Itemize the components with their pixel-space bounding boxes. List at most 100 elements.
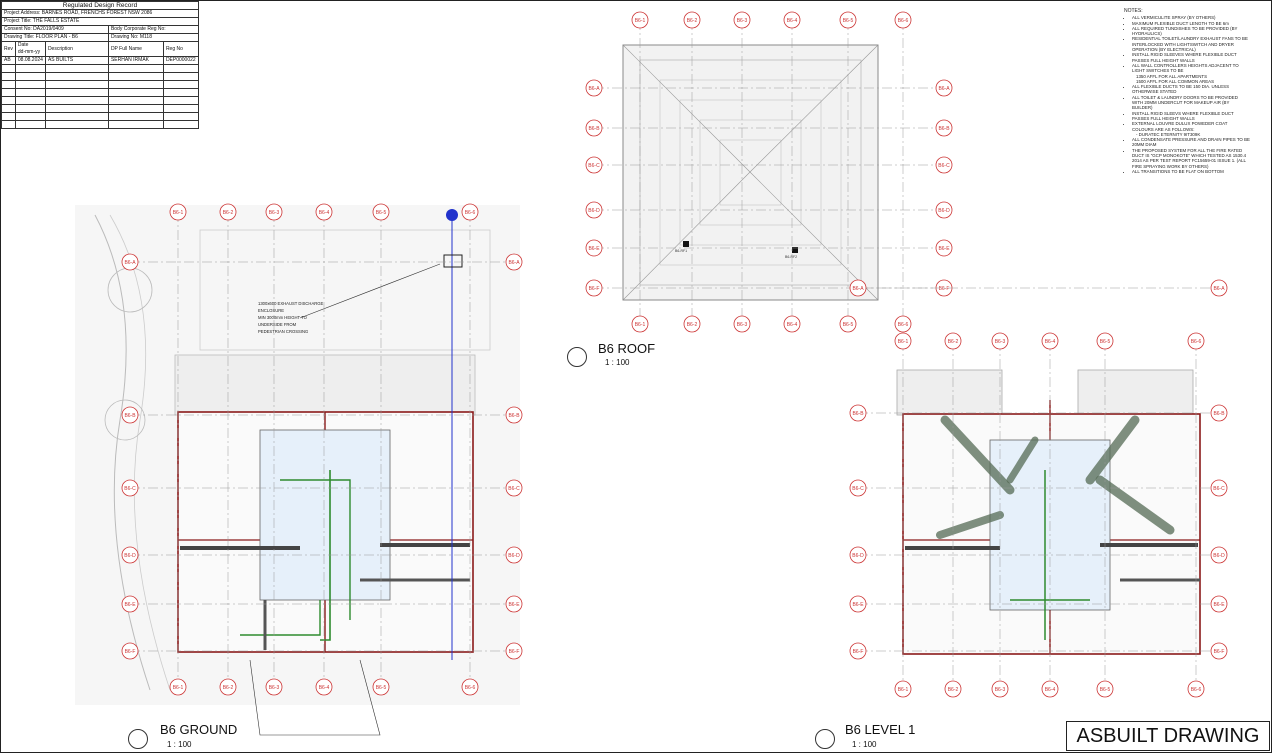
level1-plan: B6-1B6-1B6-2B6-2B6-3B6-3B6-4B6-4B6-5B6-5…: [849, 279, 1228, 698]
grid-bubble-left: [849, 642, 867, 660]
grid-bubble-left: [121, 642, 139, 660]
grid-bubble-left: [121, 546, 139, 564]
grid-bubble-bottom: [944, 680, 962, 698]
grid-bubble-left-label: B6-C: [852, 486, 864, 492]
notes-list: ALL VERMICULITE SPRAY (BY OTHERS) MAXIMU…: [1124, 15, 1250, 174]
grid-bubble-top: [372, 203, 390, 221]
grid-bubble-bottom-label: B6-1: [898, 687, 909, 693]
grid-bubble-top: [315, 203, 333, 221]
grid-bubble-bottom-label: B6-4: [319, 685, 330, 691]
roof-plan: B6-RF1 B6-RF2 B6-1B6-1B6-2B6-2B6-3B6-3B6…: [585, 11, 953, 333]
grid-bubble-left-label: B6-A: [124, 260, 136, 266]
grid-bubble-bottom: [1096, 680, 1114, 698]
grid-bubble-bottom: [894, 315, 912, 333]
grid-bubble-left: [121, 253, 139, 271]
grid-bubble-bottom-label: B6-1: [635, 322, 646, 328]
grid-bubble-left: [585, 279, 603, 297]
roof-view-marker: [567, 347, 587, 367]
note-item: ALL VERMICULITE SPRAY (BY OTHERS): [1132, 15, 1250, 20]
grid-bubble-bottom: [783, 315, 801, 333]
grid-bubble-bottom: [683, 315, 701, 333]
grid-bubble-top: [683, 11, 701, 29]
grid-bubble-right-label: B6-A: [938, 86, 950, 92]
general-notes: NOTES: ALL VERMICULITE SPRAY (BY OTHERS)…: [1124, 8, 1250, 174]
grid-bubble-top-label: B6-4: [1045, 339, 1056, 345]
grid-bubble-bottom: [265, 678, 283, 696]
grid-bubble-left: [849, 479, 867, 497]
note-item: THE PROPOSED SYSTEM FOR ALL THE FIRE RAT…: [1132, 148, 1250, 169]
grid-bubble-left: [121, 406, 139, 424]
grid-bubble-right: [505, 546, 523, 564]
grid-bubble-top: [839, 11, 857, 29]
roof-tag-1: B6-RF1: [675, 249, 687, 253]
grid-bubble-top: [991, 332, 1009, 350]
grid-bubble-right-label: B6-A: [508, 260, 520, 266]
grid-bubble-left: [585, 156, 603, 174]
grid-bubble-bottom-label: B6-2: [223, 685, 234, 691]
grid-bubble-top-label: B6-6: [1191, 339, 1202, 345]
grid-bubble-right-label: B6-C: [508, 486, 520, 492]
grid-bubble-right-label: B6-D: [508, 553, 520, 559]
grid-bubble-bottom-label: B6-5: [843, 322, 854, 328]
grid-bubble-left-label: B6-A: [852, 286, 864, 292]
grid-bubble-bottom-label: B6-6: [898, 322, 909, 328]
grid-bubble-bottom-label: B6-3: [995, 687, 1006, 693]
grid-bubble-bottom: [839, 315, 857, 333]
col-reg-no: Reg No: [162, 41, 199, 57]
title-block: Regulated Design Record Project Address:…: [1, 1, 199, 129]
grid-bubble-right-label: B6-B: [938, 126, 950, 132]
grid-bubble-bottom: [991, 680, 1009, 698]
grid-bubble-bottom: [733, 315, 751, 333]
grid-bubble-left-label: B6-E: [588, 246, 600, 252]
grid-bubble-right-label: B6-C: [938, 163, 950, 169]
grid-bubble-right: [505, 595, 523, 613]
grid-bubble-left-label: B6-C: [124, 486, 136, 492]
grid-bubble-top-label: B6-2: [223, 210, 234, 216]
grid-bubble-bottom-label: B6-4: [1045, 687, 1056, 693]
grid-bubble-bottom: [219, 678, 237, 696]
note-item: INSTALL RIGID SLEEVES WHERE FLEXIBLE DUC…: [1132, 52, 1250, 63]
grid-bubble-right: [1210, 479, 1228, 497]
grid-bubble-left-label: B6-F: [589, 286, 600, 292]
grid-bubble-right: [935, 79, 953, 97]
grid-bubble-left-label: B6-B: [588, 126, 600, 132]
grid-bubble-left-label: B6-D: [852, 553, 864, 559]
exhaust-note: 1300x600 EXHAUST DISCHARGE ENCLOSURE MIN…: [258, 301, 325, 334]
grid-bubble-bottom: [1041, 680, 1059, 698]
grid-bubble-left: [121, 479, 139, 497]
grid-bubble-right: [935, 119, 953, 137]
grid-bubble-left-label: B6-D: [124, 553, 136, 559]
grid-bubble-top: [631, 11, 649, 29]
note-item: INSTALL RIGID SLEEVS WHERE FLEXIBLE DUCT…: [1132, 111, 1250, 122]
grid-bubble-top-label: B6-1: [898, 339, 909, 345]
grid-bubble-left: [585, 119, 603, 137]
ground-view-scale: 1 : 100: [167, 740, 192, 749]
grid-bubble-left-label: B6-A: [588, 86, 600, 92]
level1-view-title: B6 LEVEL 1: [845, 722, 916, 737]
ground-plan: 1300x600 EXHAUST DISCHARGE ENCLOSURE MIN…: [75, 203, 523, 736]
grid-bubble-bottom-label: B6-2: [948, 687, 959, 693]
grid-bubble-right-label: B6-B: [1213, 411, 1225, 417]
grid-bubble-left: [849, 546, 867, 564]
grid-bubble-bottom-label: B6-6: [465, 685, 476, 691]
grid-bubble-top-label: B6-1: [635, 18, 646, 24]
grid-bubble-right: [1210, 404, 1228, 422]
grid-bubble-bottom: [461, 678, 479, 696]
grid-bubble-top: [1041, 332, 1059, 350]
grid-bubble-bottom-label: B6-3: [269, 685, 280, 691]
asbuilt-stamp: ASBUILT DRAWING: [1066, 721, 1270, 751]
grid-bubble-top-label: B6-4: [787, 18, 798, 24]
grid-bubble-right-label: B6-F: [1214, 649, 1225, 655]
grid-bubble-right-label: B6-D: [1213, 553, 1225, 559]
grid-bubble-bottom: [894, 680, 912, 698]
grid-bubble-right: [935, 156, 953, 174]
grid-bubble-top: [733, 11, 751, 29]
grid-bubble-right-label: B6-C: [1213, 486, 1225, 492]
grid-bubble-top: [265, 203, 283, 221]
grid-bubble-bottom-label: B6-3: [737, 322, 748, 328]
grid-bubble-bottom-label: B6-4: [787, 322, 798, 328]
grid-bubble-top-label: B6-4: [319, 210, 330, 216]
grid-bubble-left: [585, 239, 603, 257]
notes-heading: NOTES:: [1124, 8, 1143, 14]
